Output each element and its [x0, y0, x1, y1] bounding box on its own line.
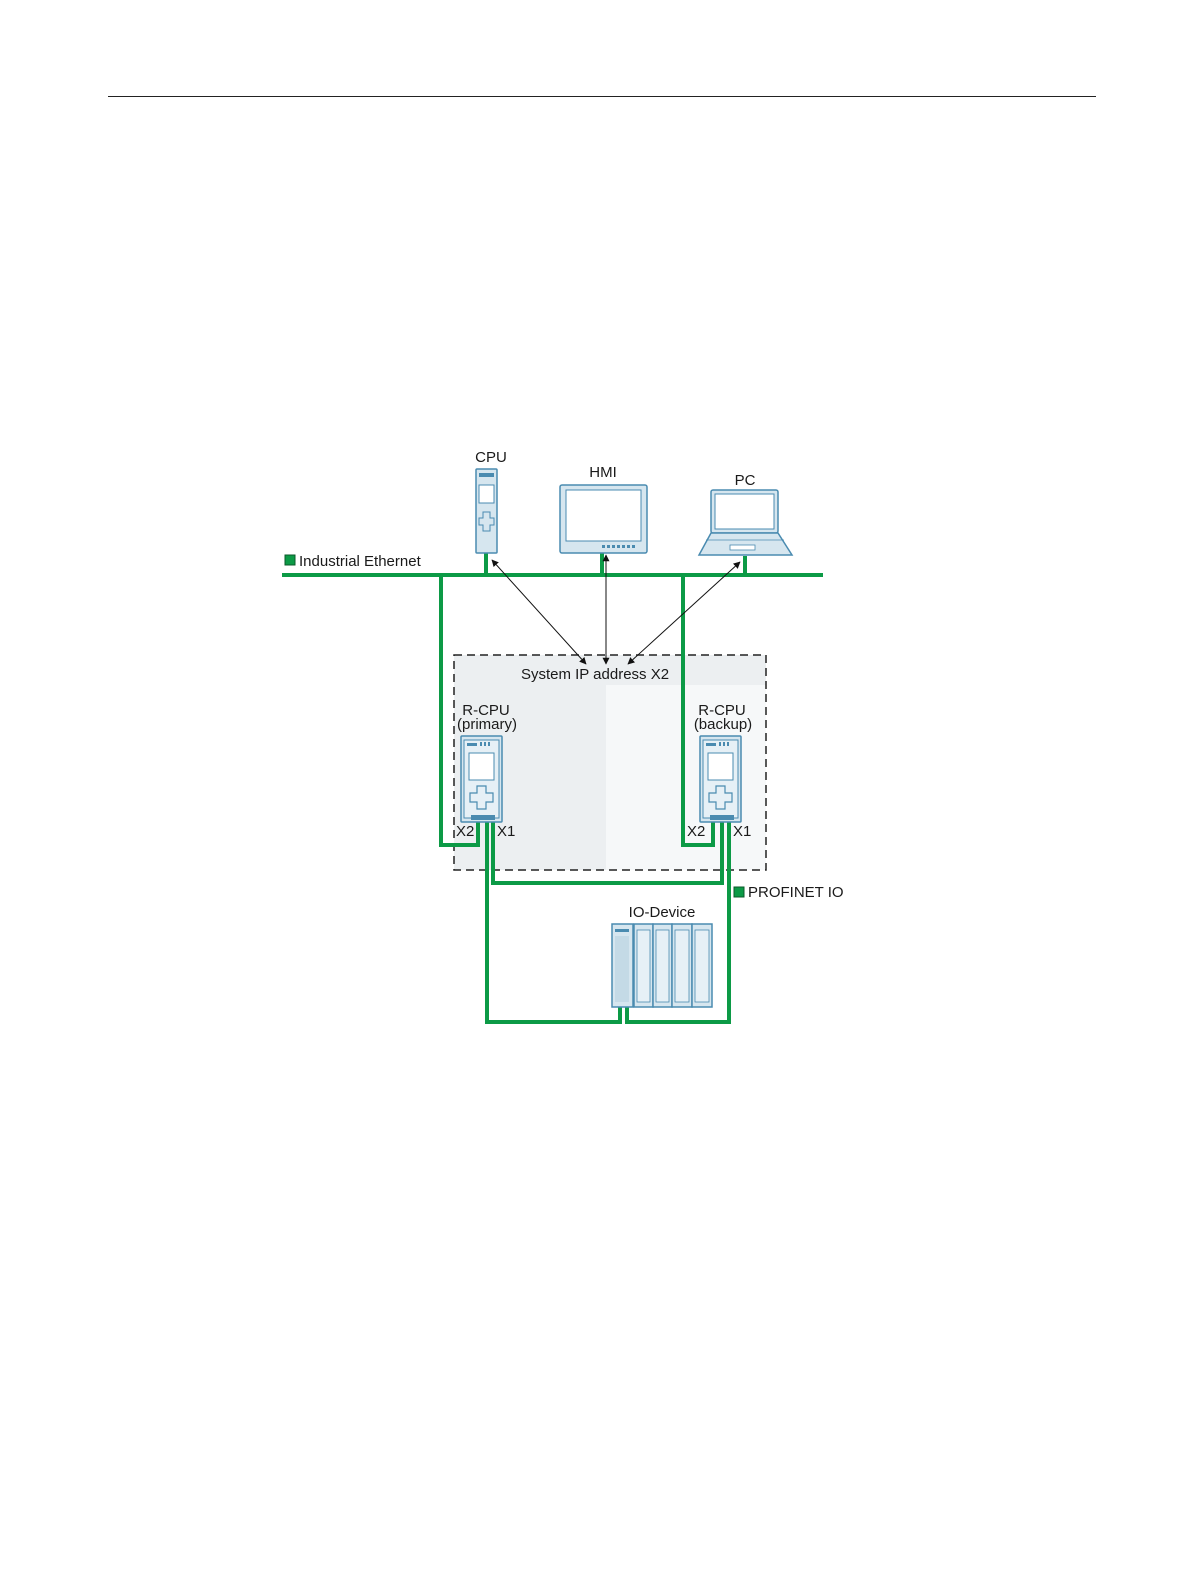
industrial-ethernet-label: Industrial Ethernet [299, 553, 422, 570]
cpu-label: CPU [475, 449, 507, 466]
rcpu-primary-icon [461, 736, 502, 822]
io-device-icon [612, 924, 712, 1007]
rcpu-backup-role: (backup) [694, 716, 752, 733]
pc-label: PC [735, 472, 756, 489]
rcpu-backup-port-x2: X2 [687, 823, 705, 840]
rcpu-primary-port-x2: X2 [456, 823, 474, 840]
pc-laptop-icon [699, 490, 792, 555]
hmi-label: HMI [589, 464, 617, 481]
profinet-io-label: PROFINET IO [748, 884, 844, 901]
system-ip-label: System IP address X2 [521, 666, 669, 683]
io-device-label: IO-Device [629, 904, 696, 921]
industrial-ethernet-legend-swatch [285, 555, 295, 565]
rcpu-backup-port-x1: X1 [733, 823, 751, 840]
rcpu-backup-icon [700, 736, 741, 822]
profinet-io-legend-swatch [734, 887, 744, 897]
rcpu-primary-role: (primary) [457, 716, 517, 733]
hmi-device-icon [560, 485, 647, 553]
rcpu-primary-port-x1: X1 [497, 823, 515, 840]
system-ip-arrows [492, 555, 740, 664]
cpu-device-icon [476, 469, 497, 553]
